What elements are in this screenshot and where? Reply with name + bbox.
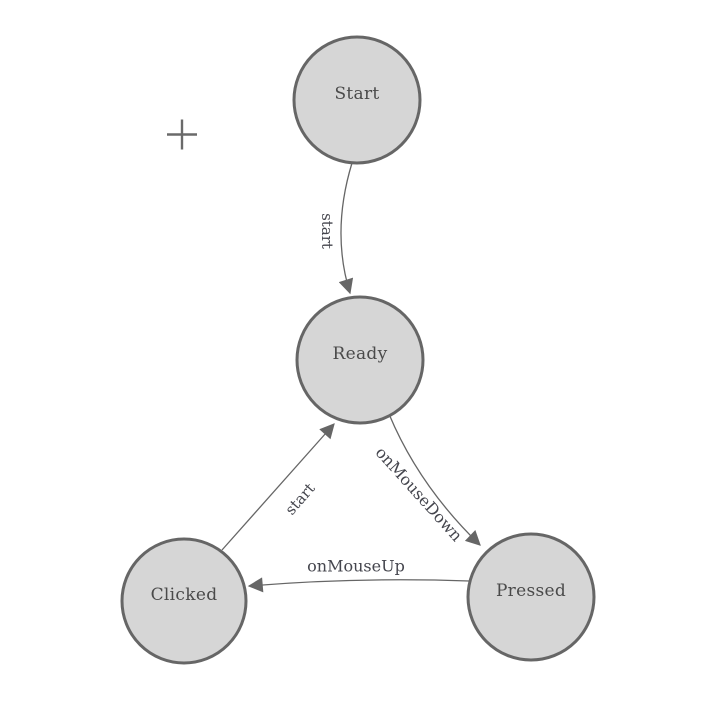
- edge-pressed-to-clicked-label: onMouseUp: [307, 557, 405, 576]
- node-clicked-label: Clicked: [151, 585, 218, 605]
- node-pressed[interactable]: Pressed: [466, 532, 596, 662]
- node-ready-label: Ready: [333, 344, 388, 364]
- edge-clicked-to-ready[interactable]: start: [221, 423, 335, 551]
- edge-start-to-ready-path[interactable]: [338, 162, 354, 295]
- edge-pressed-to-clicked-path[interactable]: [247, 577, 470, 593]
- edge-start-to-ready-label: start: [318, 213, 336, 249]
- node-clicked-circle[interactable]: [120, 537, 248, 665]
- edge-pressed-to-clicked[interactable]: onMouseUp: [247, 557, 470, 593]
- edge-ready-to-pressed-path[interactable]: [388, 413, 481, 546]
- node-start[interactable]: Start: [292, 35, 422, 165]
- node-ready-circle[interactable]: [295, 295, 425, 425]
- node-start-circle[interactable]: [292, 35, 422, 165]
- edge-ready-to-pressed-label: onMouseDown: [372, 443, 467, 545]
- origin-crosshair: [167, 119, 197, 150]
- node-start-label: Start: [334, 84, 379, 104]
- node-ready[interactable]: Ready: [295, 295, 425, 425]
- edge-ready-to-pressed[interactable]: onMouseDown: [372, 413, 481, 546]
- edge-start-to-ready[interactable]: start: [318, 162, 354, 295]
- node-clicked[interactable]: Clicked: [120, 537, 248, 665]
- edge-clicked-to-ready-path[interactable]: [221, 423, 335, 551]
- node-pressed-label: Pressed: [496, 581, 566, 601]
- node-pressed-circle[interactable]: [466, 532, 596, 662]
- edge-clicked-to-ready-label: start: [281, 480, 318, 519]
